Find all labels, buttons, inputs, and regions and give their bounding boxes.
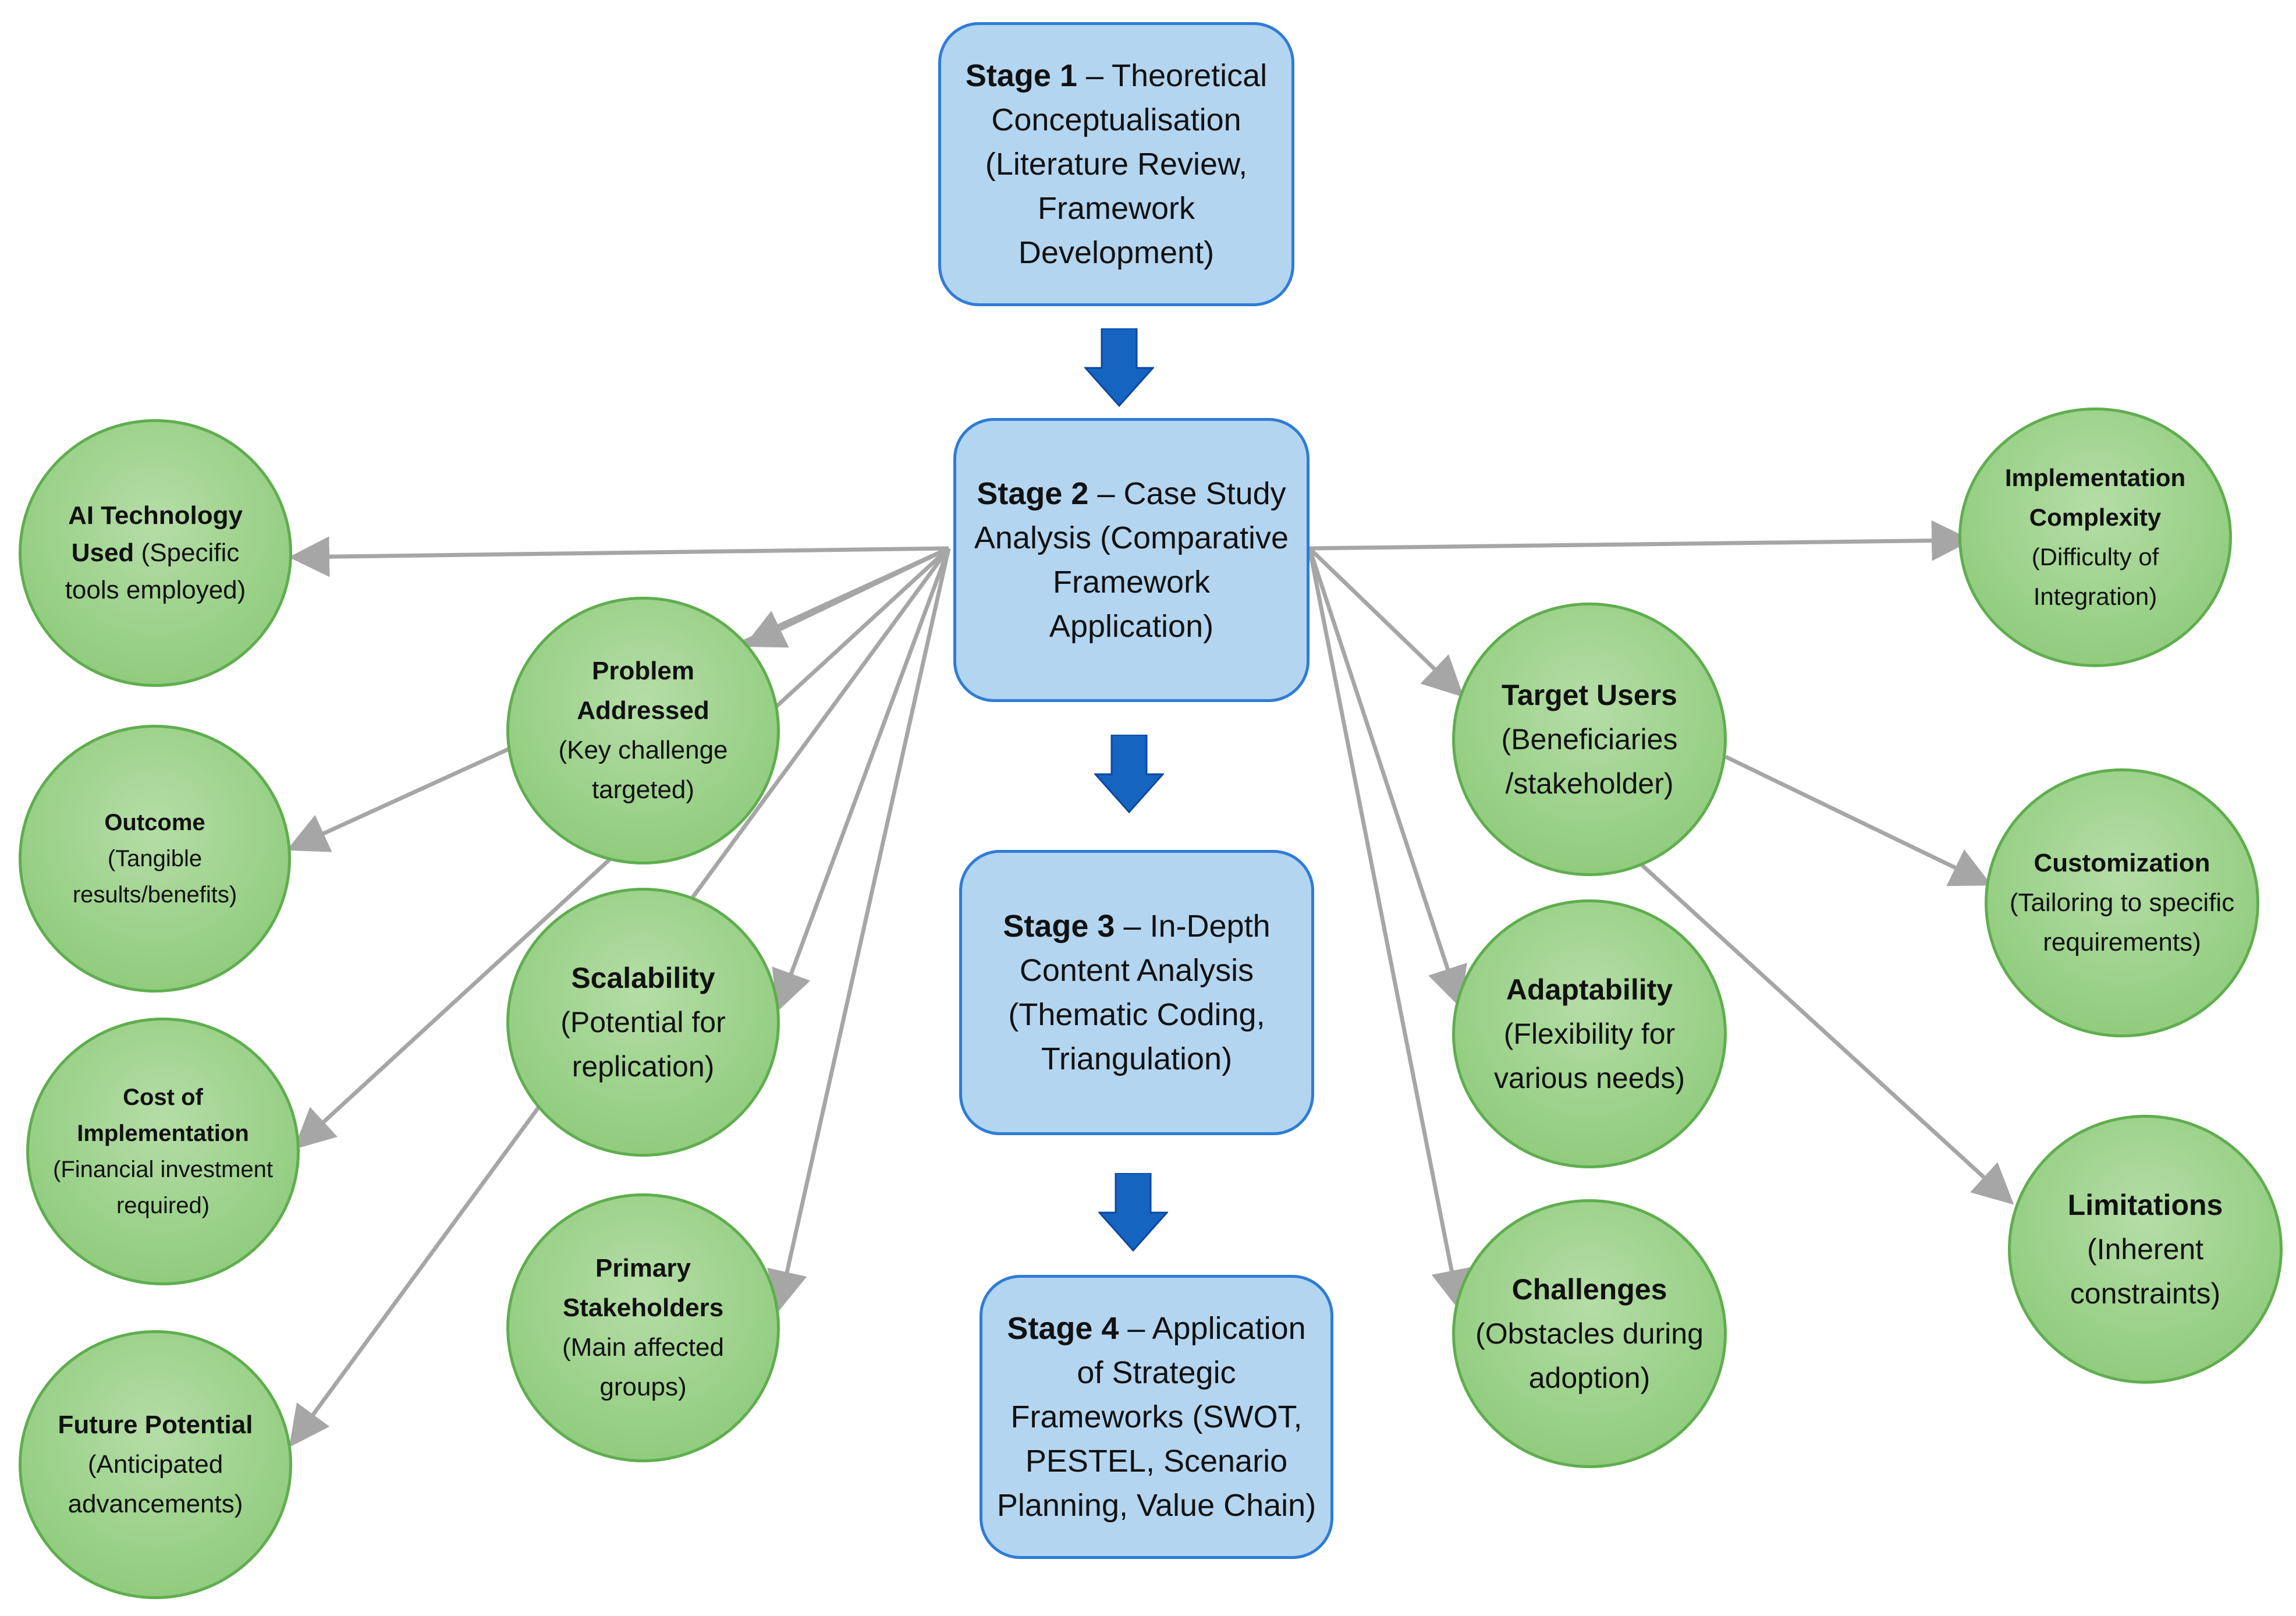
node-limitations: Limitations (Inherent constraints) xyxy=(2008,1115,2283,1384)
node-cost-of-implementation-title: Cost of Implementation xyxy=(77,1085,249,1146)
node-outcome: Outcome (Tangible results/benefits) xyxy=(19,725,291,993)
connector-adaptability xyxy=(1307,547,1467,1008)
node-target-users-title: Target Users xyxy=(1502,679,1677,711)
node-ai-technology-used-title: AI Technology Used xyxy=(68,501,243,567)
node-challenges-detail: (Obstacles during adoption) xyxy=(1475,1317,1704,1394)
stage-1-text: Stage 1 – Theoretical Conceptualisation … xyxy=(955,54,1277,275)
stage-arrow-1-to-2 xyxy=(1084,328,1154,407)
node-outcome-detail: (Tangible results/benefits) xyxy=(72,846,237,908)
node-ai-technology-used: AI Technology Used (Specific tools emplo… xyxy=(19,419,292,687)
node-scalability-title: Scalability xyxy=(571,962,715,994)
stage-1-label: Stage 1 xyxy=(965,58,1077,93)
node-limitations-detail: (Inherent constraints) xyxy=(2070,1233,2221,1310)
stage-3-text: Stage 3 – In-Depth Content Analysis (The… xyxy=(976,904,1297,1081)
node-limitations-title: Limitations xyxy=(2067,1189,2223,1221)
node-future-potential-detail: (Anticipated advancements) xyxy=(68,1450,243,1518)
stage-1-box: Stage 1 – Theoretical Conceptualisation … xyxy=(938,22,1294,306)
connector-ai-technology-used xyxy=(289,536,949,577)
connector-target-users xyxy=(1308,547,1464,697)
stage-3-label: Stage 3 xyxy=(1003,909,1115,944)
node-scalability-detail: (Potential for replication) xyxy=(560,1006,726,1083)
node-primary-stakeholders-title: Primary Stakeholders xyxy=(562,1254,724,1322)
connector-challenges xyxy=(1307,548,1472,1311)
connector-limitations xyxy=(1640,863,2014,1205)
node-problem-addressed: Problem Addressed (Key challenge targete… xyxy=(506,597,780,864)
node-future-potential: Future Potential (Anticipated advancemen… xyxy=(19,1330,292,1599)
node-implementation-complexity: Implementation Complexity (Difficulty of… xyxy=(1958,407,2232,667)
stage-4-label: Stage 4 xyxy=(1007,1311,1119,1346)
node-future-potential-title: Future Potential xyxy=(58,1411,253,1439)
node-outcome-title: Outcome xyxy=(104,810,205,835)
stage-3-description: – In-Depth Content Analysis (Thematic Co… xyxy=(1008,909,1271,1076)
node-ai-technology-used-text: AI Technology Used (Specific tools emplo… xyxy=(41,497,269,609)
connector-scalability xyxy=(772,547,951,1012)
node-adaptability-detail: (Flexibility for various needs) xyxy=(1494,1018,1685,1094)
node-cost-of-implementation: Cost of Implementation (Financial invest… xyxy=(26,1018,300,1285)
stage-1-description: – Theoretical Conceptualisation (Literat… xyxy=(985,58,1268,270)
stage-3-box: Stage 3 – In-Depth Content Analysis (The… xyxy=(959,850,1314,1135)
node-implementation-complexity-title: Implementation Complexity xyxy=(2004,464,2186,531)
connector-customization xyxy=(1724,754,1992,887)
stage-4-box: Stage 4 – Application of Strategic Frame… xyxy=(980,1275,1333,1559)
connector-primary-stakeholders xyxy=(767,548,951,1312)
connector-implementation-complexity xyxy=(1309,520,1972,561)
node-target-users: Target Users (Beneficiaries /stakeholder… xyxy=(1452,603,1727,876)
stage-4-text: Stage 4 – Application of Strategic Frame… xyxy=(996,1306,1316,1528)
node-challenges: Challenges (Obstacles during adoption) xyxy=(1452,1199,1727,1468)
node-problem-addressed-title: Problem Addressed xyxy=(577,657,709,725)
node-cost-of-implementation-detail: (Financial investment required) xyxy=(53,1157,273,1218)
node-customization-title: Customization xyxy=(2034,849,2210,877)
stage-arrow-2-to-3 xyxy=(1094,735,1164,813)
stage-2-label: Stage 2 xyxy=(977,476,1089,511)
node-ai-technology-used-detail: (Specific tools employed) xyxy=(65,538,246,604)
node-adaptability: Adaptability (Flexibility for various ne… xyxy=(1452,899,1727,1168)
node-primary-stakeholders-detail: (Main affected groups) xyxy=(562,1333,724,1401)
node-challenges-title: Challenges xyxy=(1511,1273,1667,1306)
node-customization-detail: (Tailoring to specific requirements) xyxy=(2009,888,2235,956)
stage-2-description: – Case Study Analysis (Comparative Frame… xyxy=(974,476,1289,644)
node-scalability: Scalability (Potential for replication) xyxy=(506,888,780,1157)
stage-2-text: Stage 2 – Case Study Analysis (Comparati… xyxy=(970,472,1293,648)
stage-arrow-3-to-4 xyxy=(1098,1173,1168,1252)
node-adaptability-title: Adaptability xyxy=(1506,973,1673,1006)
stage-2-box: Stage 2 – Case Study Analysis (Comparati… xyxy=(953,418,1310,702)
node-implementation-complexity-detail: (Difficulty of Integration) xyxy=(2031,543,2159,610)
node-target-users-detail: (Beneficiaries /stakeholder) xyxy=(1501,723,1678,800)
node-customization: Customization (Tailoring to specific req… xyxy=(1985,768,2259,1037)
node-problem-addressed-detail: (Key challenge targeted) xyxy=(558,736,728,804)
node-primary-stakeholders: Primary Stakeholders (Main affected grou… xyxy=(506,1193,780,1462)
stage-4-description: – Application of Strategic Frameworks (S… xyxy=(996,1311,1316,1523)
